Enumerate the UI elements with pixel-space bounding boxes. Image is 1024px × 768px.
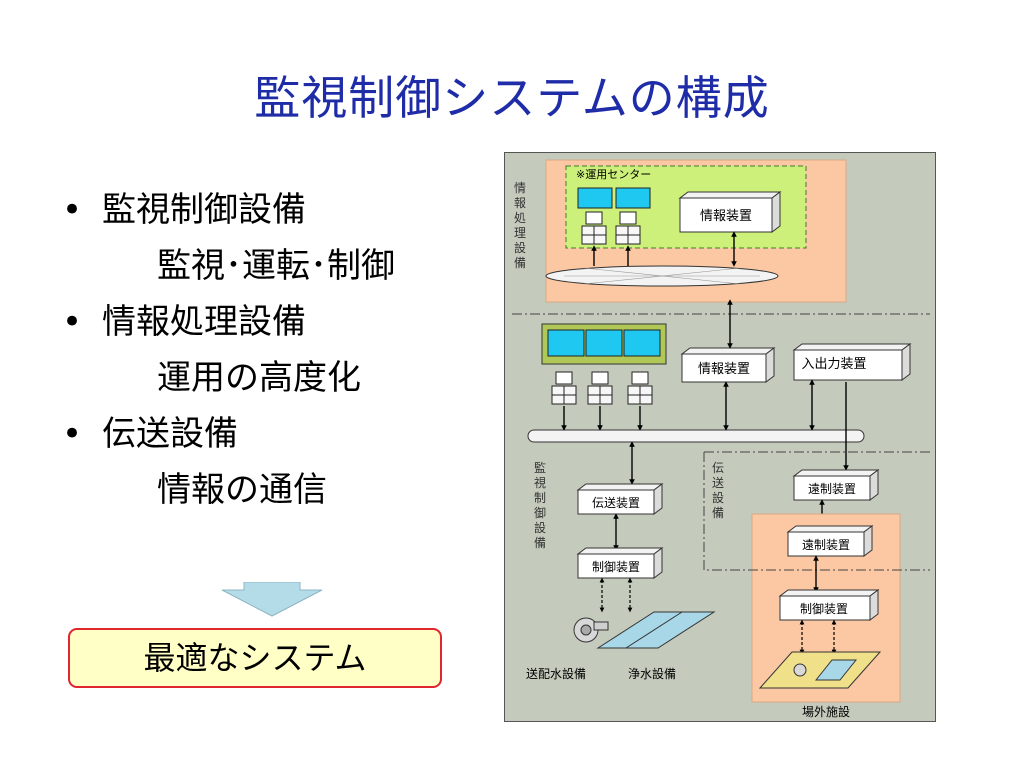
control-device-left <box>577 553 655 579</box>
section-label-monitor: 監視制御設備 <box>534 460 546 550</box>
data-bus <box>527 429 865 443</box>
info-device-top-label: 情報装置 <box>700 209 752 224</box>
info-device-top <box>679 197 773 233</box>
section-label-trans: 伝送設備 <box>712 461 724 520</box>
bullet-sub: 監視･運転･制御 <box>157 246 395 286</box>
remote-control-top-label: 遠制装置 <box>808 482 856 496</box>
down-arrow-icon <box>221 582 323 617</box>
slide-title: 監視制御システムの構成 <box>254 71 770 125</box>
bullet-label: 監視制御設備 <box>102 190 306 230</box>
bullet-item: • 情報処理設備 <box>62 294 395 350</box>
workstation-icon <box>627 371 653 405</box>
monitor-icon <box>615 187 651 209</box>
bullet-item: • 伝送設備 <box>62 406 395 462</box>
workstation-icon <box>581 211 607 245</box>
water-purification-label: 浄水設備 <box>628 666 676 681</box>
bullet-marker: • <box>62 190 83 230</box>
transmission-device-label: 伝送装置 <box>592 495 640 510</box>
transmission-device <box>577 489 655 515</box>
io-device <box>793 349 903 381</box>
bullet-label: 情報処理設備 <box>102 302 306 342</box>
io-device-label: 入出力装置 <box>801 357 866 372</box>
workstation-icon <box>551 371 577 405</box>
workstation-icon <box>615 211 641 245</box>
outside-facility-label: 場外施設 <box>802 704 850 719</box>
remote-control-top <box>793 475 871 501</box>
water-distribution-label: 送配水設備 <box>526 666 586 681</box>
workstation-icon <box>587 371 613 405</box>
remote-control-bottom-label: 遠制装置 <box>802 538 850 552</box>
ops-center-label: ※運用センター <box>576 168 651 181</box>
optimal-system-box: 最適なシステム <box>68 628 442 688</box>
bullet-sub: 運用の高度化 <box>157 358 361 398</box>
bullet-label: 伝送設備 <box>102 414 238 454</box>
pump-icon <box>573 617 609 643</box>
section-label-info: 情報処理設備 <box>514 181 526 270</box>
monitor-icon <box>577 187 613 209</box>
bullet-sub: 情報の通信 <box>157 470 327 510</box>
control-device-left-label: 制御装置 <box>592 559 640 574</box>
info-device-mid-label: 情報装置 <box>698 362 750 377</box>
control-device-right-label: 制御装置 <box>800 601 848 616</box>
control-device-right <box>779 595 871 621</box>
bullet-item: • 監視制御設備 <box>62 182 395 238</box>
purification-tank <box>596 611 716 649</box>
remote-control-bottom <box>787 531 865 557</box>
bullet-marker: • <box>62 414 83 454</box>
bullet-marker: • <box>62 302 83 342</box>
bullet-list: • 監視制御設備 監視･運転･制御 • 情報処理設備 運用の高度化 • 伝送設備 情報… <box>62 182 395 518</box>
system-diagram: ※運用センター 情報装置 情報処理設備 <box>504 152 936 722</box>
